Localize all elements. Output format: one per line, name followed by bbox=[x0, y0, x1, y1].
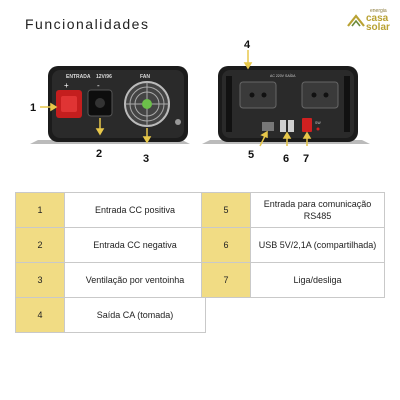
device-illustration: ENTRADA 12V/96 FAN + - bbox=[30, 39, 370, 165]
row-label: Liga/desliga bbox=[250, 262, 385, 298]
house-roof-icon bbox=[347, 14, 365, 27]
brand-logo: energia casa solar bbox=[346, 8, 396, 34]
device-front: ENTRADA 12V/96 FAN + - bbox=[30, 66, 190, 144]
row-number: 1 bbox=[15, 192, 65, 228]
table-row: 3 Ventilação por ventoinha bbox=[15, 262, 206, 298]
row-label: Entrada para comunicação RS485 bbox=[250, 192, 385, 228]
callout-arrows bbox=[40, 50, 312, 147]
positive-terminal-icon: + bbox=[56, 81, 82, 118]
row-label: Entrada CC positiva bbox=[64, 192, 206, 228]
svg-text:-: - bbox=[97, 81, 100, 90]
brand-line1: casa bbox=[366, 13, 389, 24]
callout-3: 3 bbox=[143, 153, 149, 165]
callout-1: 1 bbox=[30, 102, 36, 114]
brand-top: energia bbox=[370, 8, 387, 14]
front-label-voltage: 12V/96 bbox=[96, 74, 112, 80]
row-number: 4 bbox=[15, 297, 65, 333]
callout-2: 2 bbox=[96, 148, 102, 160]
row-label: USB 5V/2,1A (compartilhada) bbox=[250, 227, 385, 263]
row-number: 2 bbox=[15, 227, 65, 263]
table-row: 2 Entrada CC negativa bbox=[15, 227, 206, 263]
usb-port-icon bbox=[280, 120, 294, 132]
svg-text:+: + bbox=[64, 81, 69, 90]
back-label-switch: SW bbox=[315, 121, 321, 125]
negative-terminal-icon: - bbox=[87, 81, 113, 117]
row-number: 5 bbox=[201, 192, 251, 228]
callout-5: 5 bbox=[248, 149, 254, 161]
row-label: Entrada CC negativa bbox=[64, 227, 206, 263]
ac-outlet-icon bbox=[239, 81, 277, 109]
table-row: 6 USB 5V/2,1A (compartilhada) bbox=[201, 227, 385, 263]
callout-6: 6 bbox=[283, 153, 289, 165]
rs485-port-icon bbox=[262, 122, 274, 131]
functions-table-right: 5 Entrada para comunicação RS485 6 USB 5… bbox=[201, 192, 385, 298]
row-number: 7 bbox=[201, 262, 251, 298]
table-row: 5 Entrada para comunicação RS485 bbox=[201, 192, 385, 228]
row-label: Saída CA (tomada) bbox=[64, 297, 206, 333]
back-label-output: AC 220V SAÍDA bbox=[270, 74, 296, 78]
row-number: 6 bbox=[201, 227, 251, 263]
page-title: Funcionalidades bbox=[25, 16, 150, 32]
brand-line2: solar bbox=[366, 22, 390, 33]
front-label-fan: FAN bbox=[140, 74, 150, 80]
table-row: 4 Saída CA (tomada) bbox=[15, 297, 206, 333]
power-switch-icon: SW bbox=[302, 118, 321, 132]
ac-outlet-icon bbox=[301, 81, 339, 109]
table-row: 7 Liga/desliga bbox=[201, 262, 385, 298]
table-row: 1 Entrada CC positiva bbox=[15, 192, 206, 228]
device-back: AC 220V SAÍDA SW bbox=[202, 66, 370, 144]
functions-table-left: 1 Entrada CC positiva 2 Entrada CC negat… bbox=[15, 192, 206, 333]
row-number: 3 bbox=[15, 262, 65, 298]
front-label-input: ENTRADA bbox=[66, 74, 91, 80]
fan-icon bbox=[124, 81, 170, 127]
row-label: Ventilação por ventoinha bbox=[64, 262, 206, 298]
callout-7: 7 bbox=[303, 153, 309, 165]
callout-4: 4 bbox=[244, 39, 251, 51]
